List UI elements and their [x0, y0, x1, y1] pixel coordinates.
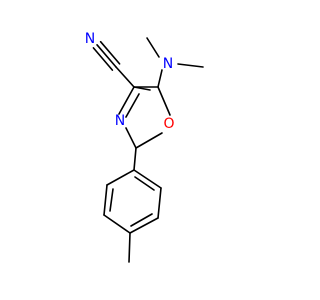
bond-benzene-inner	[134, 176, 155, 191]
nitrile-triple-bond	[92, 40, 121, 71]
bond-benzene	[103, 214, 131, 234]
bond-namine-me1	[146, 37, 160, 58]
bond-benzene-inner	[109, 188, 114, 212]
atom-label-n-amine: N	[163, 56, 173, 72]
atom-label-o-ring: O	[163, 116, 174, 132]
bond-benzene	[157, 187, 162, 219]
bond-aryl-methyl	[128, 232, 131, 263]
bond-c4-cn	[115, 66, 135, 88]
bond-benzene-inner	[130, 213, 153, 227]
bond-benzene	[103, 184, 108, 216]
bond-n3-c2	[125, 127, 137, 149]
bond-c2-o1	[135, 132, 163, 149]
molecule-canvas: N N N O	[85, 31, 204, 263]
bond-c5-o1	[157, 86, 171, 116]
bond-c4-n3-inner	[125, 93, 140, 118]
bond-c5-namine	[157, 69, 163, 88]
bond-benzene	[129, 217, 159, 234]
bond-c4-n3	[118, 86, 135, 115]
atom-label-n-nitrile: N	[85, 31, 95, 47]
structure-diagram: N N N O	[85, 31, 204, 263]
bond-c2-aryl	[133, 147, 137, 171]
bond-benzene	[133, 169, 162, 189]
bond-benzene	[106, 169, 135, 186]
atom-label-n-ring: N	[115, 113, 125, 129]
bond-namine-me2	[177, 63, 204, 68]
